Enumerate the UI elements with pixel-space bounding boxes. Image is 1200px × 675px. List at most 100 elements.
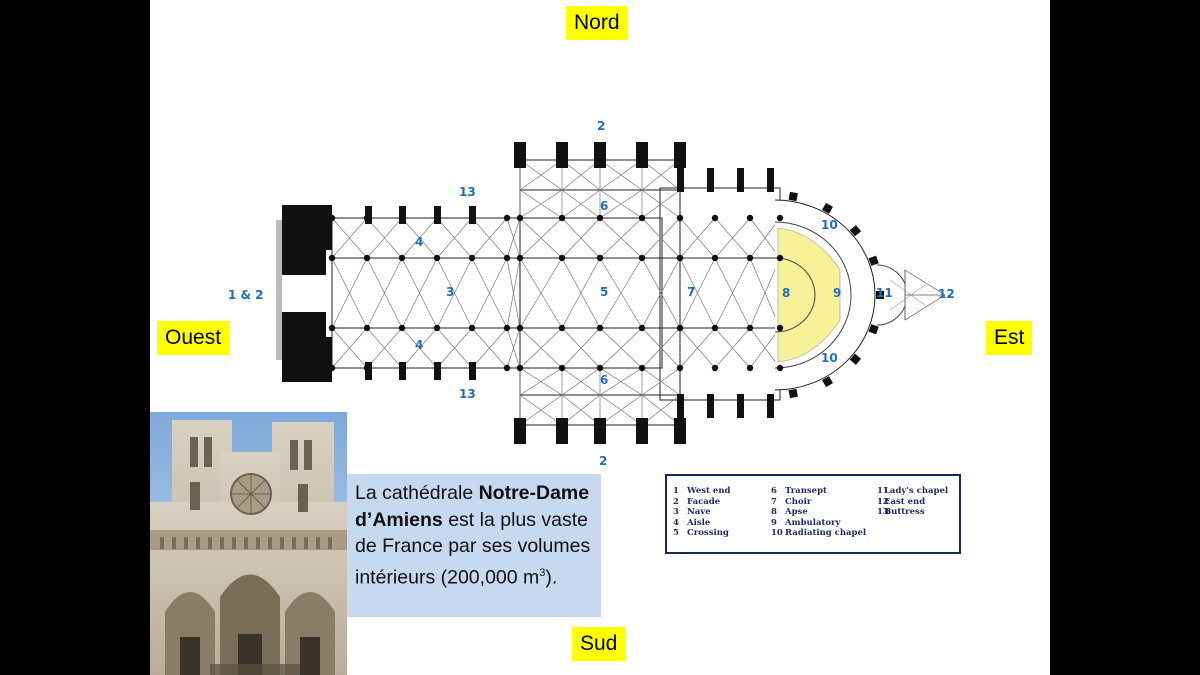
legend-number: 5 [673,528,679,539]
legend-label: West end [687,486,731,496]
rib-vault-line [561,394,601,426]
pier [398,214,406,222]
label-crossing: 5 [600,285,608,299]
pier [558,254,566,262]
legend-label: East end [881,496,926,507]
pier [711,364,719,372]
legend-item: 11 Lady's chapel [877,486,948,497]
pier [503,324,511,332]
buttress [636,418,648,444]
legend-label: Radiating chapel [785,528,867,539]
rib-vault-line [436,217,473,259]
rib-vault-line [599,327,643,369]
pier [638,364,646,372]
rib-vault-line [641,394,681,426]
pier [363,214,371,222]
direction-south: Sud [572,627,626,662]
label-radiating-south: 10 [821,351,838,365]
rib-vault-line [506,217,521,259]
buttress [707,168,714,192]
rib-vault-line [331,327,368,369]
buttress [636,142,648,168]
label-transept-south: 6 [600,373,608,387]
pier [746,324,754,332]
buttress [788,191,798,202]
legend-number: 9 [771,517,777,528]
label-nave: 3 [446,285,454,299]
pier [468,214,476,222]
pier [516,254,524,262]
piers [328,214,784,372]
rib-vault-line [599,367,643,396]
rib-vault-line [561,367,601,396]
pier [468,254,476,262]
pier [711,254,719,262]
buttress [677,394,684,418]
pier [596,324,604,332]
buttress [514,142,526,168]
direction-north: Nord [566,6,628,41]
legend-label: Aisle [687,517,711,528]
pier [398,324,406,332]
rib-vault-line [519,257,563,329]
rib-vault-line [436,327,473,369]
label-buttress-north: 13 [459,185,476,199]
pier [776,364,784,372]
cathedral-facade-photo [150,412,347,675]
pier [638,254,646,262]
buttress [674,418,686,444]
buttress [849,225,862,237]
rib-vault-line [366,257,403,329]
pier [433,324,441,332]
rib-vault-line [599,394,643,426]
legend-number: 10 [771,528,783,539]
pier [711,214,719,222]
rib-vault-line [599,217,643,259]
legend-number: 7 [771,496,777,507]
rib-vault-line [714,257,751,329]
legend-number: 3 [673,507,679,518]
legend-item: 4 Aisle [673,518,730,529]
label-radiating-north: 10 [821,218,838,232]
rib-vault-line [679,327,716,369]
legend-label: Ambulatory [785,517,841,528]
rib-vault-line [366,327,403,369]
pier [468,324,476,332]
buttress [556,418,568,444]
buttress [677,168,684,192]
pier [433,254,441,262]
buttress [594,142,606,168]
rib-vault-line [519,189,563,219]
rib-vault-line [331,217,368,259]
buttress [788,388,798,399]
label-facade-north: 2 [597,119,605,133]
buttress [767,394,774,418]
rib-vault-line [561,327,601,369]
plan-labels: 1 & 2 3 4 4 5 6 6 7 8 9 10 10 11 12 13 1… [228,119,955,468]
rib-vault-line [641,367,681,396]
buttress [767,168,774,192]
direction-east: Est [986,321,1033,356]
pier [676,214,684,222]
rib-vault-line [641,257,681,329]
label-buttress-south: 13 [459,387,476,401]
legend-item: 9 Ambulatory [771,518,866,529]
legend-number: 4 [673,517,679,528]
rib-vault-line [519,394,563,426]
rib-vault-line [519,367,563,396]
buttress [822,202,833,214]
pier [363,254,371,262]
pier [558,364,566,372]
pier [776,324,784,332]
pier [776,214,784,222]
rib-vault-line [641,217,681,259]
legend-number: 6 [771,486,777,496]
rib-vault-line [641,327,681,369]
pier [776,254,784,262]
chevet [774,199,946,391]
